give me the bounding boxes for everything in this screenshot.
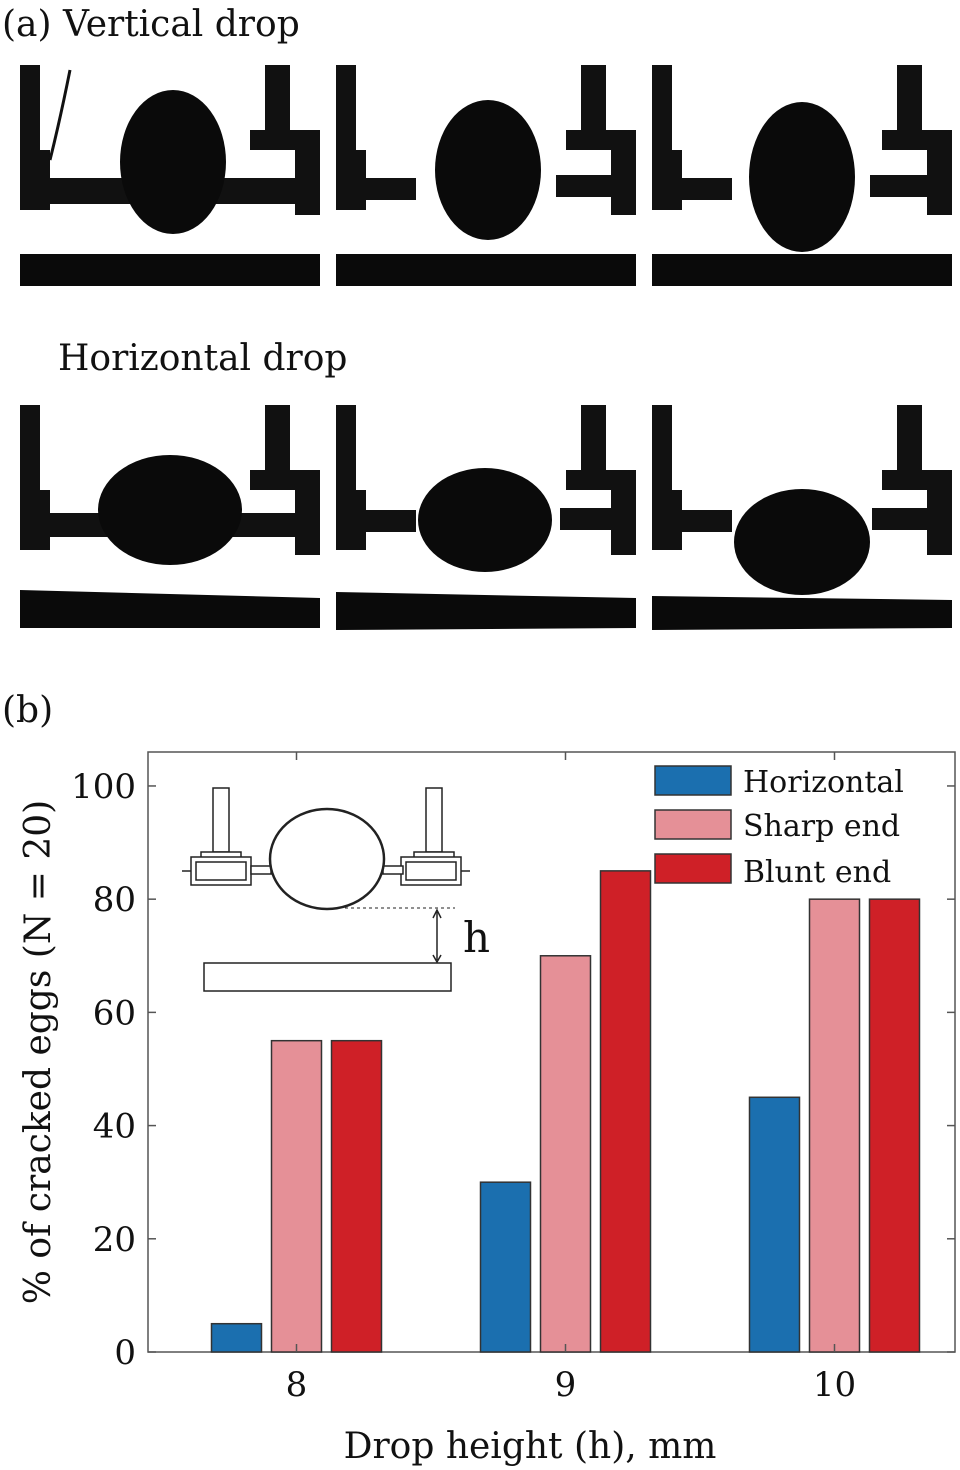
bar-sharp-end-9 [539,955,592,1353]
vertical-drop-photos [20,65,952,287]
bar-horizontal-10 [748,1096,801,1353]
photo-horizontal-2 [336,405,636,630]
egg-silhouette [120,90,226,234]
egg-silhouette [435,100,541,240]
legend-label-blunt-end: Blunt end [743,855,891,890]
legend: Horizontal Sharp end Blunt end [654,765,904,890]
legend-label-horizontal: Horizontal [743,765,904,800]
y-tick-label: 40 [93,1107,136,1147]
legend-label-sharp-end: Sharp end [743,809,900,844]
y-tick-label: 20 [93,1220,136,1260]
bar-sharp-end-8 [270,1039,323,1353]
bar-blunt-end-8 [330,1039,383,1353]
legend-swatch-blunt-end [654,853,732,884]
horizontal-drop-photos [20,405,952,630]
horizontal-drop-label: Horizontal drop [58,338,347,379]
y-ticks: 0 20 40 60 80 100 [71,767,955,1373]
y-tick-label: 60 [93,993,136,1033]
y-axis-label: % of cracked eggs (N = 20) [18,800,59,1304]
bar-blunt-end-10 [868,898,921,1353]
bar-horizontal-9 [479,1181,532,1353]
photo-vertical-3 [652,65,952,287]
photo-horizontal-3 [652,405,952,630]
x-ticks: 8 9 10 [286,752,856,1405]
drop-setup-schematic [182,787,470,992]
legend-swatch-horizontal [654,765,732,796]
egg-silhouette [734,489,870,595]
egg-silhouette [749,102,855,252]
photo-vertical-2 [336,65,636,287]
bar-horizontal-8 [210,1322,263,1353]
y-tick-label: 80 [93,880,136,920]
photo-horizontal-1 [20,405,320,628]
bar-sharp-end-10 [808,898,861,1353]
y-tick-label: 100 [71,767,136,807]
legend-swatch-sharp-end [654,809,732,840]
bars [210,870,921,1353]
x-tick-label: 10 [813,1365,856,1405]
x-tick-label: 9 [555,1365,577,1405]
egg-silhouette [418,468,552,572]
x-tick-label: 8 [286,1365,308,1405]
panel-a-label: (a) Vertical drop [2,4,300,45]
photo-vertical-1 [20,65,320,287]
bar-blunt-end-9 [599,870,652,1353]
panel-b-label: (b) [2,690,53,731]
egg-silhouette [98,455,242,565]
inset-h-label: h [463,913,490,962]
x-axis-label: Drop height (h), mm [344,1426,717,1467]
y-tick-label: 0 [114,1333,136,1373]
